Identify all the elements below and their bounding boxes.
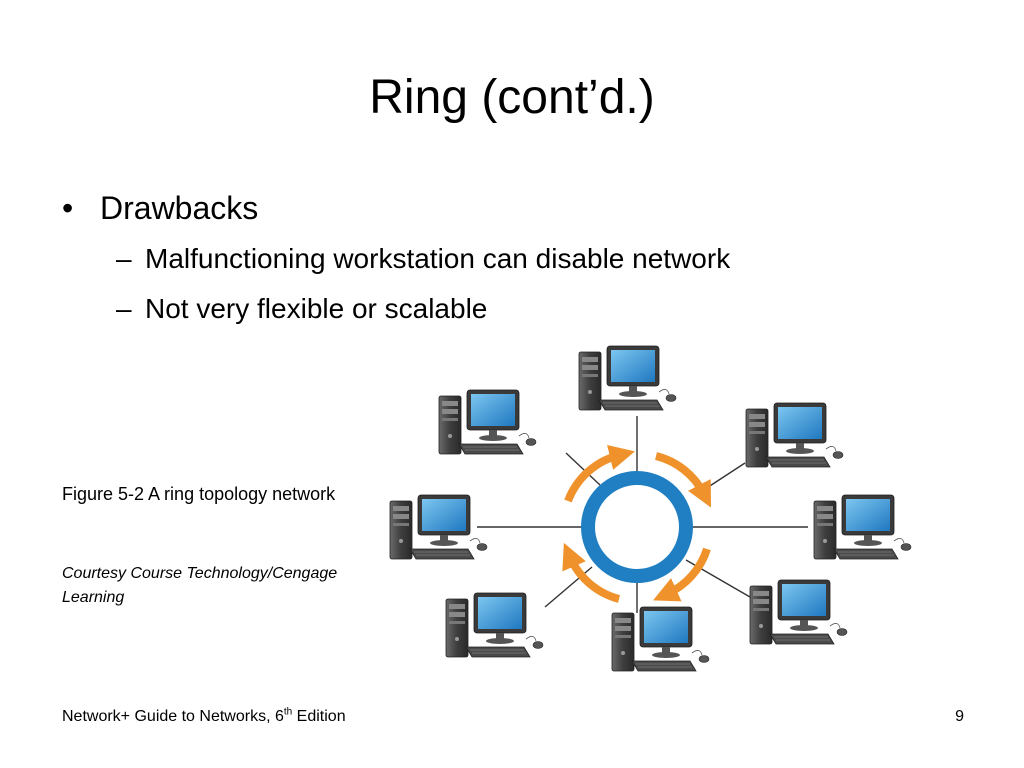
workstation-icon [578, 345, 677, 411]
bullet-list: • Drawbacks – Malfunctioning workstation… [0, 0, 1024, 340]
page-number: 9 [955, 708, 964, 725]
bullet-text: Drawbacks [100, 190, 259, 226]
footer-edition-text: Edition [292, 708, 346, 725]
slide-title: Ring (cont’d.) [369, 71, 655, 124]
figure-caption: Figure 5-2 A ring topology network [62, 484, 336, 504]
ring-topology-svg [389, 345, 912, 672]
workstation-icon [389, 494, 488, 560]
footer-book-title: Network+ Guide to Networks, 6th Edition [62, 706, 346, 728]
sub-bullet-marker: – [116, 293, 132, 324]
workstation-icon [445, 592, 544, 658]
sub-bullet-marker: – [116, 243, 132, 274]
workstation-icon [745, 402, 844, 468]
workstation-icon [611, 606, 710, 672]
footer-superscript: th [283, 706, 293, 718]
workstation-icon [438, 389, 537, 455]
figure-credit: Courtesy Course Technology/Cengage Learn… [62, 565, 338, 606]
footer-book-text: Network+ Guide to Networks, 6 [62, 708, 284, 725]
sub-bullet-text: Malfunctioning workstation can disable n… [145, 243, 731, 274]
ring-topology-diagram [380, 335, 950, 695]
workstation-icon [749, 579, 848, 645]
workstation-icon [813, 494, 912, 560]
sub-bullet-text: Not very flexible or scalable [145, 293, 488, 324]
ring-arrows [562, 444, 712, 603]
ring-circle [581, 471, 693, 583]
bullet-marker: • [62, 190, 74, 226]
